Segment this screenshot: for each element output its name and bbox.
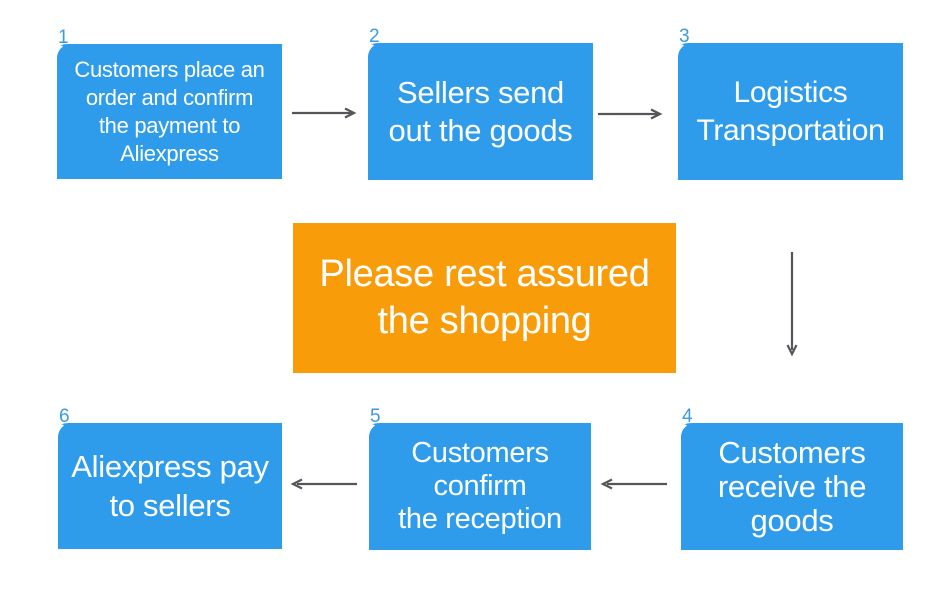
step-number-1: 1 (58, 27, 69, 48)
step-label-4: Customers receive the goods (717, 434, 867, 538)
step-box-4: 4 Customers receive the goods (681, 406, 903, 550)
assurance-banner-label: Please rest assured the shopping (319, 253, 650, 342)
assurance-banner: Please rest assured the shopping (293, 223, 676, 373)
step-number-6: 6 (59, 406, 70, 427)
step-number-5: 5 (370, 406, 381, 427)
step-label-3: Logistics Transportation (696, 75, 885, 147)
arrow-left-step4-to-step5-icon (600, 478, 667, 490)
arrow-right-step2-to-step3-icon (598, 108, 663, 120)
step-box-2: 2 Sellers send out the goods (368, 26, 593, 180)
step-number-3: 3 (679, 26, 690, 47)
step-box-1: 1 Customers place an order and confirm t… (57, 27, 282, 179)
arrow-left-step5-to-step6-icon (290, 478, 357, 490)
step-label-2: Sellers send out the goods (388, 74, 573, 148)
step-box-3: 3 Logistics Transportation (678, 26, 903, 180)
step-box-5: 5 Customers confirm the reception (369, 406, 591, 550)
step-label-6: Aliexpress pay to sellers (71, 449, 269, 523)
step-label-5: Customers confirm the reception (398, 437, 562, 535)
step-box-6: 6 Aliexpress pay to sellers (58, 406, 282, 549)
step-number-4: 4 (682, 406, 693, 427)
arrow-down-step3-to-step4-icon (786, 252, 798, 357)
step-label-1: Customers place an order and confirm the… (74, 56, 265, 166)
step-number-2: 2 (369, 26, 380, 47)
arrow-right-step1-to-step2-icon (292, 107, 357, 119)
